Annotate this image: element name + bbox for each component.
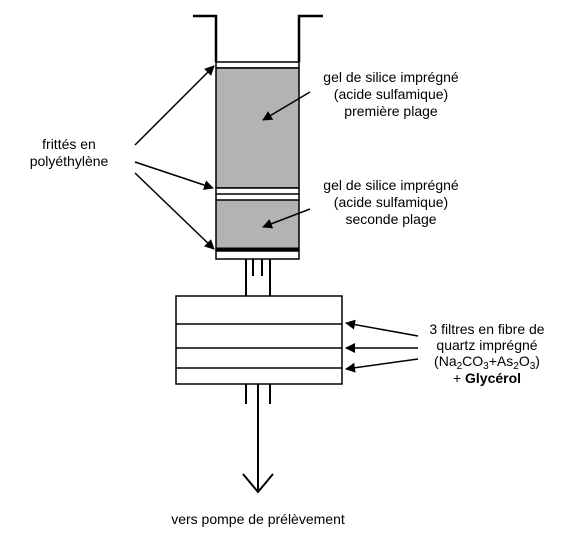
label-frits-line1: frittés en [42, 136, 96, 152]
label-gel-second: gel de silice imprégné (acide sulfamique… [323, 177, 459, 227]
label-frits-line2: polyéthylène [30, 153, 109, 169]
gel-bed-first [215, 67, 300, 189]
outlet-arrowhead [242, 473, 274, 494]
label-gel-second-line3: seconde plage [345, 211, 436, 227]
label-gel-first-line3: première plage [344, 103, 438, 119]
tube-inlet-left-wall [193, 14, 218, 62]
outlet [242, 384, 274, 494]
sorbent-tube [193, 14, 323, 260]
gel-bed-second [215, 199, 300, 251]
frit-top [215, 61, 300, 69]
arrow-gel-first [262, 91, 311, 121]
label-gel-first-line2: (acide sulfamique) [334, 86, 448, 102]
label-gel-first-line1: gel de silice imprégné [323, 69, 459, 85]
label-gel-second-line1: gel de silice imprégné [323, 177, 459, 193]
filter-holder-body [175, 295, 343, 385]
label-filters-formula: (Na2CO3+As2O3) [434, 353, 540, 372]
filter-holder [175, 295, 343, 385]
arrow-filter-1 [345, 319, 419, 337]
arrow-gel-second [262, 208, 311, 229]
label-filters-line1: 3 filtres en fibre de [429, 321, 544, 337]
tube-inlet-right-wall [297, 14, 323, 62]
pointer-arrows [134, 65, 419, 373]
arrow-filter-3 [345, 358, 419, 373]
label-filters: 3 filtres en fibre de quartz imprégné (N… [429, 321, 544, 386]
connector [245, 259, 271, 296]
arrow-frit-top [134, 65, 215, 146]
label-gel-first: gel de silice imprégné (acide sulfamique… [323, 69, 459, 119]
label-frits: frittés en polyéthylène [30, 136, 109, 169]
arrow-frit-bottom [134, 172, 215, 250]
label-pump: vers pompe de prélèvement [171, 511, 345, 527]
frit-middle [215, 187, 300, 195]
label-filters-line2: quartz imprégné [436, 337, 537, 353]
label-filters-glycerol: + Glycérol [453, 370, 521, 386]
arrow-frit-middle [134, 161, 214, 190]
frit-bottom [215, 250, 300, 260]
label-gel-second-line2: (acide sulfamique) [334, 194, 448, 210]
